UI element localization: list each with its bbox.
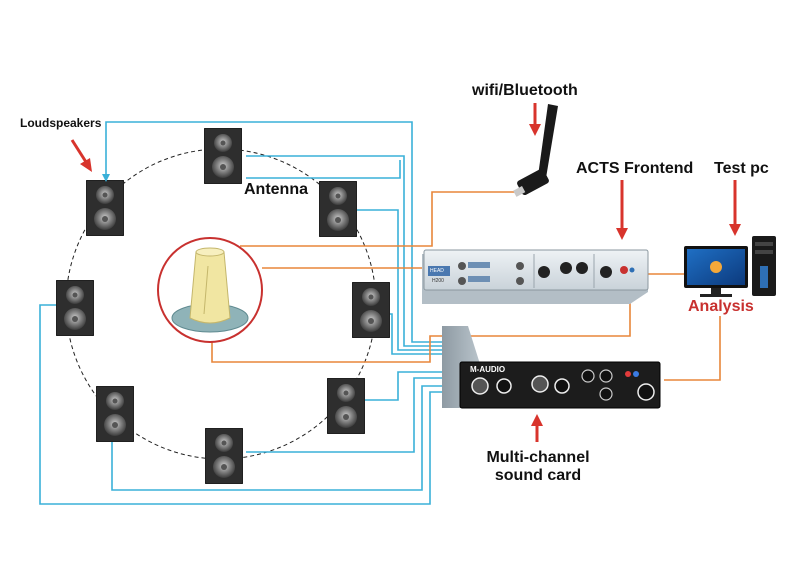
loudspeaker-icon [86, 180, 124, 236]
sound-card-label: Multi-channel sound card [478, 449, 598, 485]
loudspeaker-icon [327, 378, 365, 434]
blue-arrowhead [102, 174, 110, 182]
antenna-icon [157, 237, 263, 343]
loudspeaker-icon [56, 280, 94, 336]
pc-tower-icon [752, 236, 776, 296]
test-pc-label: Test pc [714, 160, 769, 177]
wifi-bluetooth-label: wifi/Bluetooth [472, 82, 578, 99]
loudspeakers-label: Loudspeakers [20, 116, 102, 130]
sound-card-brand-text: M-AUDIO [470, 365, 505, 374]
analysis-label: Analysis [688, 298, 754, 315]
acts-frontend-label: ACTS Frontend [576, 160, 694, 177]
loudspeaker-icon [352, 282, 390, 338]
loudspeaker-icon [96, 386, 134, 442]
blue-wires [39, 121, 445, 505]
loudspeaker-icon [319, 181, 357, 237]
sound-card-device [442, 326, 661, 409]
frontend-model-text: H200 [432, 278, 444, 284]
frontend-brand-text: HEAD [430, 268, 444, 274]
sound-card-label-line1: Multi-channel [486, 449, 590, 466]
sound-card-label-line2: sound card [494, 467, 582, 484]
loudspeaker-icon [205, 428, 243, 484]
loudspeaker-icon [204, 128, 242, 184]
wifi-dongle-icon [513, 104, 558, 197]
antenna-label: Antenna [244, 181, 308, 198]
monitor-icon [684, 246, 748, 297]
red-arrows [70, 103, 741, 442]
acts-frontend-device [422, 249, 649, 304]
